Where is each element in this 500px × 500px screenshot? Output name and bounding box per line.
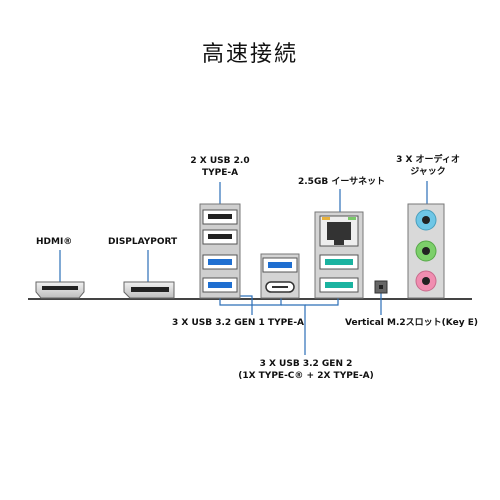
callout-lines [59,181,428,355]
label-usb32-gen1: 3 X USB 3.2 GEN 1 TYPE-A [172,318,305,328]
page-title: 高速接続 [201,42,298,67]
label-lan: 2.5GB イーサネット [298,177,386,187]
label-usb32-gen2-line1: 3 X USB 3.2 GEN 2 [259,359,353,369]
label-audio: 3 X オーディオ ジャック [392,154,464,178]
usb-gen2-middle [260,253,300,299]
usb-stack-left [199,203,241,299]
label-usb20-line2: TYPE-A [201,168,239,178]
label-usb20-line1: 2 X USB 2.0 [190,156,250,166]
label-m2-slot: Vertical M.2スロット(Key E) [345,318,478,328]
label-audio-line1: 3 X オーディオ [396,155,460,165]
label-usb20: 2 X USB 2.0 TYPE-A [186,155,254,179]
io-board-edge [28,298,472,300]
label-hdmi: HDMI® [36,237,73,247]
label-usb32-gen2-line2: (1X TYPE-C® + 2X TYPE-A) [238,371,374,381]
lan-usb-stack [314,211,364,299]
label-usb32-gen2: 3 X USB 3.2 GEN 2 (1X TYPE-C® + 2X TYPE-… [220,358,392,382]
hdmi-port [35,281,85,299]
displayport-port [123,281,175,299]
label-audio-line2: ジャック [410,167,446,177]
label-displayport: DISPLAYPORT [108,237,178,247]
audio-jacks [407,203,445,299]
m2-slot [374,280,388,294]
